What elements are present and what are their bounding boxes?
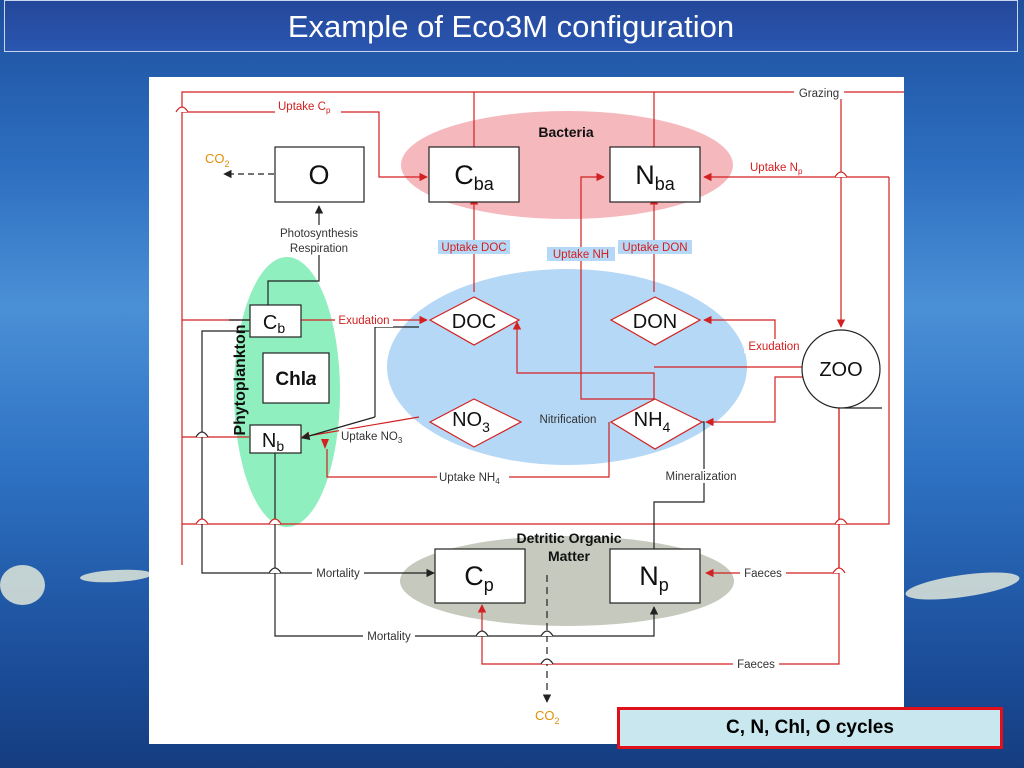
node-n-p-label: Np [639, 561, 669, 595]
detritus-title-line2: Matter [548, 548, 591, 564]
eco3m-diagram: O Cba Nba Cb Chla Nb Cp Np DOC DON NO3 N… [175, 86, 904, 726]
label-uptake-nh: Uptake NH [553, 249, 609, 261]
label-uptake-doc: Uptake DOC [441, 242, 506, 254]
caption-box: C, N, Chl, O cycles [617, 707, 1003, 749]
island-mid-left [79, 568, 153, 584]
island-left [0, 565, 45, 605]
node-n-ba [609, 146, 701, 203]
label-co2-top: CO2 [205, 151, 230, 169]
node-c-b [249, 304, 302, 338]
node-nh4-label: NH4 [634, 409, 671, 435]
node-no3-label: NO3 [452, 409, 490, 435]
node-c-ba-label: Cba [454, 160, 495, 194]
label-mortality-1: Mortality [316, 568, 360, 580]
node-zoo [801, 329, 881, 409]
label-uptake-no3: Uptake NO3 [341, 431, 403, 445]
label-grazing: Grazing [799, 88, 839, 100]
phytoplankton-title: Phytoplankton [232, 324, 249, 435]
node-zoo-label: ZOO [819, 359, 862, 381]
node-n-ba-label: Nba [635, 160, 676, 194]
node-n-b-label: Nb [262, 430, 284, 454]
bacteria-title: Bacteria [538, 124, 593, 140]
node-don-label: DON [633, 311, 677, 333]
label-mortality-2: Mortality [367, 631, 411, 643]
diagram-panel: O Cba Nba Cb Chla Nb Cp Np DOC DON NO3 N… [149, 77, 904, 744]
node-doc [428, 296, 521, 346]
node-c-p-label: Cp [464, 561, 494, 595]
node-nh4 [609, 398, 704, 450]
label-respiration: Respiration [290, 243, 348, 255]
island-right [904, 567, 1021, 605]
label-uptake-nh4: Uptake NH4 [439, 472, 500, 486]
label-co2-bottom: CO2 [535, 708, 560, 726]
label-exudation-left: Exudation [338, 315, 389, 327]
node-no3 [428, 398, 523, 448]
node-doc-label: DOC [452, 311, 496, 333]
label-uptake-don: Uptake DON [622, 242, 687, 254]
node-c-b-label: Cb [263, 312, 285, 336]
label-faeces-1: Faeces [744, 568, 782, 580]
label-exudation-right: Exudation [748, 341, 799, 353]
label-uptake-cp: Uptake Cp [278, 101, 331, 115]
node-n-b [249, 424, 302, 454]
label-nitrification: Nitrification [540, 414, 597, 426]
label-mineralization: Mineralization [666, 471, 737, 483]
node-o [274, 146, 365, 203]
node-c-ba [428, 146, 520, 203]
node-c-p [434, 548, 526, 604]
label-uptake-np: Uptake Np [750, 162, 803, 176]
label-photosynthesis: Photosynthesis [280, 228, 358, 240]
label-faeces-2: Faeces [737, 659, 775, 671]
node-o-label: O [308, 160, 329, 190]
node-don [609, 296, 702, 346]
slide-title: Example of Eco3M configuration [4, 0, 1018, 52]
node-n-p [609, 548, 701, 604]
node-chla [262, 352, 330, 404]
detritus-title-line1: Detritic Organic [516, 530, 621, 546]
node-chla-label: Chla [275, 369, 317, 390]
